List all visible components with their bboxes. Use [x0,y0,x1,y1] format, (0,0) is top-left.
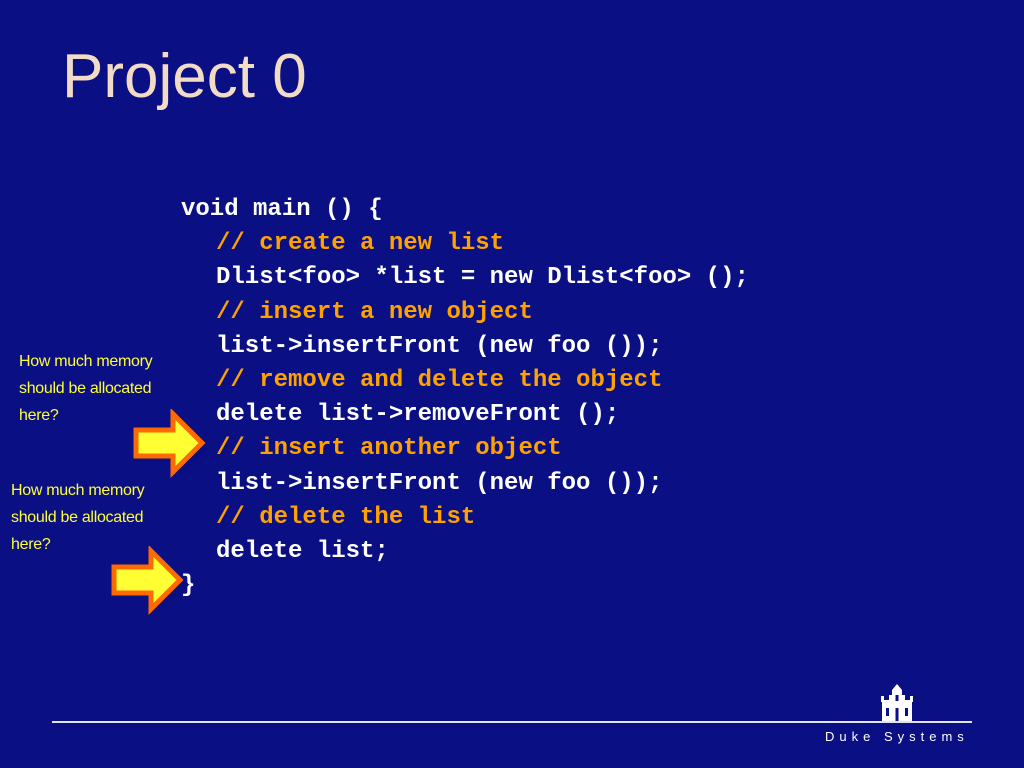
code-comment-line: // remove and delete the object [216,366,663,394]
code-line: void main () { [181,196,383,223]
slide-title: Project 0 [62,42,307,111]
code-comment-line: // insert a new object [216,298,533,326]
code-line: delete list->removeFront (); [216,401,620,429]
note-line: should be allocated [11,509,144,526]
footer-divider [52,721,972,723]
code-line: Dlist<foo> *list = new Dlist<foo> (); [216,264,749,292]
code-line: list->insertFront (new foo ()); [216,469,663,497]
note-line: here? [11,536,51,553]
footer-brand: Duke Systems [825,729,969,744]
note-line: How much memory [11,482,145,499]
memory-question-note-2: How much memory should be allocated here… [11,477,145,558]
note-line: should be allocated [19,380,152,397]
note-line: here? [19,407,59,424]
code-comment-line: // insert another object [216,435,562,463]
right-arrow-icon [111,546,186,616]
code-comment-line: // create a new list [216,230,505,258]
code-line: delete list; [216,537,389,565]
duke-chapel-icon [881,684,913,722]
code-line: } [181,572,196,600]
code-comment-line: // delete the list [216,503,476,531]
right-arrow-icon [133,409,208,479]
code-line: list->insertFront (new foo ()); [216,332,663,360]
memory-question-note-1: How much memory should be allocated here… [19,348,153,429]
note-line: How much memory [19,353,153,370]
